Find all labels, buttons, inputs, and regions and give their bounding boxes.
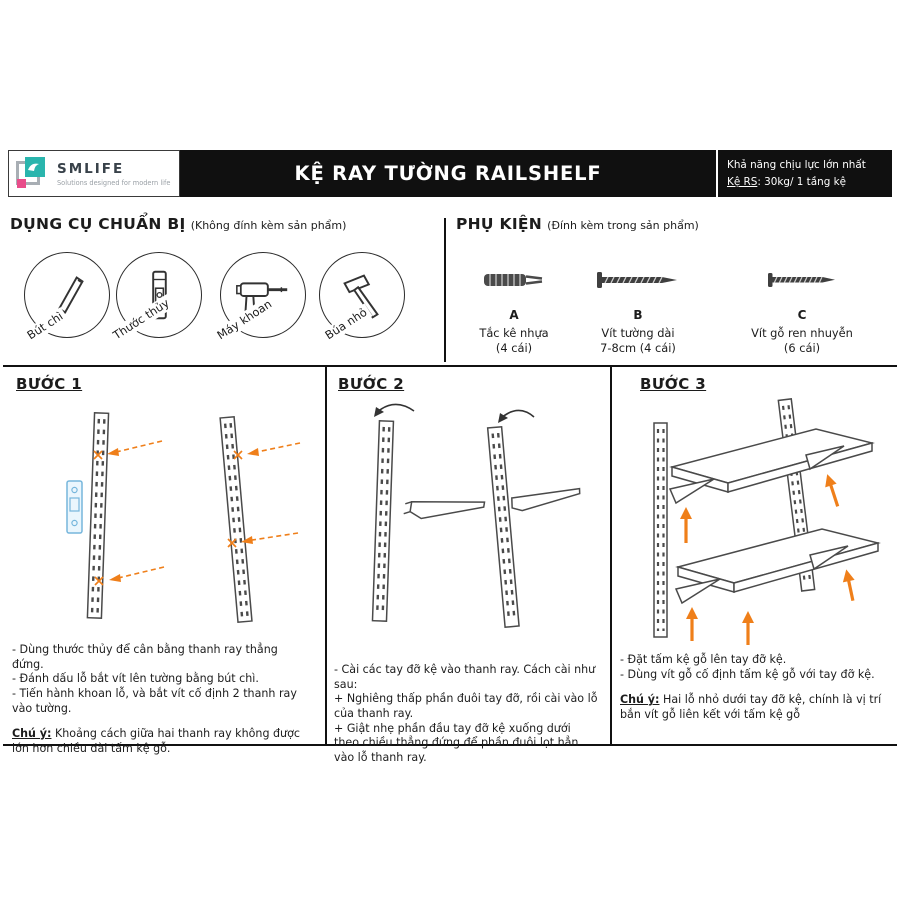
capacity-box: Khả năng chịu lực lớn nhất Kệ RS: 30kg/ …: [716, 150, 892, 197]
rail-icon: [486, 425, 520, 629]
bracket-icon: [805, 445, 845, 471]
accessory-qty: (6 cái): [783, 340, 821, 355]
tools-subtitle: (Không đính kèm sản phẩm): [190, 219, 347, 232]
step-1-title: BƯỚC 1: [16, 375, 83, 393]
accessory-letter: B: [633, 308, 643, 322]
step-divider-2: [610, 366, 612, 744]
note-label: Chú ý:: [12, 727, 52, 741]
note-text: Khoảng cách giữa hai thanh ray không đượ…: [12, 727, 300, 755]
rail-icon: [653, 422, 668, 638]
accessory-item-a: A Tắc kê nhựa (4 cái): [464, 254, 564, 356]
step-divider-1: [325, 366, 327, 744]
curved-arrow-icon: [374, 403, 415, 417]
brand-name: SMLIFE: [57, 160, 125, 177]
brand-logo: SMLIFE Solutions designed for modern lif…: [8, 150, 180, 197]
dolphin-icon: [28, 163, 39, 171]
tools-heading: DỤNG CỤ CHUẨN BỊ (Không đính kèm sản phẩ…: [10, 214, 442, 233]
wall-plug-icon: [464, 254, 564, 306]
step-line: + Nghiêng thấp phần đuôi tay đỡ, rồi cài…: [334, 692, 598, 720]
brand-tagline: Solutions designed for modern life: [57, 178, 171, 187]
step-line: - Đặt tấm kệ gỗ lên tay đỡ kệ.: [620, 653, 787, 666]
wood-screw-icon: [724, 254, 880, 306]
bracket-icon: [403, 501, 486, 520]
step-3-illustration: [653, 398, 881, 645]
capacity-label: Kệ RS: [727, 175, 758, 188]
bracket-icon: [809, 545, 849, 571]
accessory-name: Vít gỗ ren nhuyễn: [751, 326, 853, 340]
note-text: Hai lỗ nhỏ dưới tay đỡ kệ, chính là vị t…: [620, 693, 882, 721]
step-3-title: BƯỚC 3: [640, 375, 707, 393]
step-1-illustration: [66, 412, 301, 624]
step-1-text: - Dùng thước thủy để cân bằng thanh ray …: [12, 643, 314, 716]
shelf-board: [675, 528, 881, 593]
step-1: BƯỚC 1: [12, 371, 314, 756]
accessory-letter: C: [797, 308, 807, 322]
accessory-qty: (4 cái): [495, 340, 533, 355]
logo-pink-square: [17, 178, 26, 188]
title-bar: KỆ RAY TƯỜNG RAILSHELF Khả năng chịu lực…: [180, 150, 892, 197]
accessory-name: Tắc kê nhựa: [479, 326, 549, 340]
capacity-value: : 30kg/ 1 tầng kệ: [757, 175, 847, 188]
accessories-subtitle: (Đính kèm trong sản phẩm): [547, 219, 699, 232]
curved-arrow-icon: [498, 409, 535, 423]
hammer-icon: [343, 274, 379, 319]
step-line: + Giật nhẹ phần đầu tay đỡ kệ xuống dưới…: [334, 721, 579, 764]
note-label: Chú ý:: [620, 693, 660, 707]
capacity-line2: Kệ RS: 30kg/ 1 tầng kệ: [727, 175, 883, 189]
step-3: BƯỚC 3: [620, 371, 888, 723]
accessory-qty: 7-8cm (4 cái): [600, 340, 676, 355]
accessory-item-c: C Vít gỗ ren nhuyễn (6 cái): [724, 254, 880, 356]
bracket-icon: [668, 478, 715, 505]
header-bar: SMLIFE Solutions designed for modern lif…: [8, 150, 892, 197]
rail-icon: [219, 415, 253, 624]
step-1-note: Chú ý: Khoảng cách giữa hai thanh ray kh…: [12, 727, 314, 756]
section-divider: [444, 218, 446, 362]
accessories-section: PHỤ KIỆN (Đính kèm trong sản phẩm) A Tắc…: [456, 214, 892, 364]
mark-x-icon: [227, 450, 243, 548]
step-line: - Cài các tay đỡ kệ vào thanh ray. Cách …: [334, 663, 596, 691]
accessories-title: PHỤ KIỆN: [456, 215, 543, 233]
page-title: KỆ RAY TƯỜNG RAILSHELF: [294, 162, 602, 185]
bracket-icon: [511, 487, 581, 512]
accessory-letter: A: [509, 308, 519, 322]
step-3-note: Chú ý: Hai lỗ nhỏ dưới tay đỡ kệ, chính …: [620, 693, 888, 722]
steps-top-divider: [3, 365, 897, 367]
step-line: - Dùng vít gỗ cố định tấm kệ gỗ với tay …: [620, 667, 875, 681]
dashed-arrow-icon: [241, 442, 301, 544]
logo-text: SMLIFE Solutions designed for modern lif…: [57, 161, 170, 187]
logo-teal-square: [25, 156, 45, 177]
capacity-line1: Khả năng chịu lực lớn nhất: [727, 159, 866, 172]
long-screw-icon: [574, 254, 702, 306]
tools-section: DỤNG CỤ CHUẨN BỊ (Không đính kèm sản phẩ…: [10, 214, 442, 364]
mark-x-icon: [93, 450, 104, 586]
up-arrow-icon: [680, 474, 855, 645]
step-2-title: BƯỚC 2: [338, 375, 405, 393]
step-3-text: - Đặt tấm kệ gỗ lên tay đỡ kệ. - Dùng ví…: [620, 653, 888, 682]
tools-title: DỤNG CỤ CHUẨN BỊ: [10, 215, 186, 233]
dashed-arrow-icon: [107, 440, 165, 582]
accessory-item-b: B Vít tường dài 7-8cm (4 cái): [574, 254, 702, 356]
step-line: - Tiến hành khoan lỗ, và bắt vít cố định…: [12, 686, 297, 715]
rail-icon: [371, 420, 395, 622]
step-line: - Đánh dấu lỗ bắt vít lên tường bằng bút…: [12, 672, 259, 686]
accessories-heading: PHỤ KIỆN (Đính kèm trong sản phẩm): [456, 214, 892, 233]
steps-bottom-divider: [3, 744, 897, 746]
step-line: - Dùng thước thủy để cân bằng thanh ray …: [12, 643, 278, 671]
step-2: BƯỚC 2: [334, 371, 602, 765]
step-2-text: - Cài các tay đỡ kệ vào thanh ray. Cách …: [334, 663, 602, 765]
step-2-illustration: [371, 403, 581, 629]
smlife-logo-icon: [16, 156, 50, 191]
rail-icon: [86, 412, 110, 619]
accessory-name: Vít tường dài: [601, 326, 675, 340]
bracket-icon: [674, 578, 721, 605]
level-tool-icon: [66, 480, 83, 534]
